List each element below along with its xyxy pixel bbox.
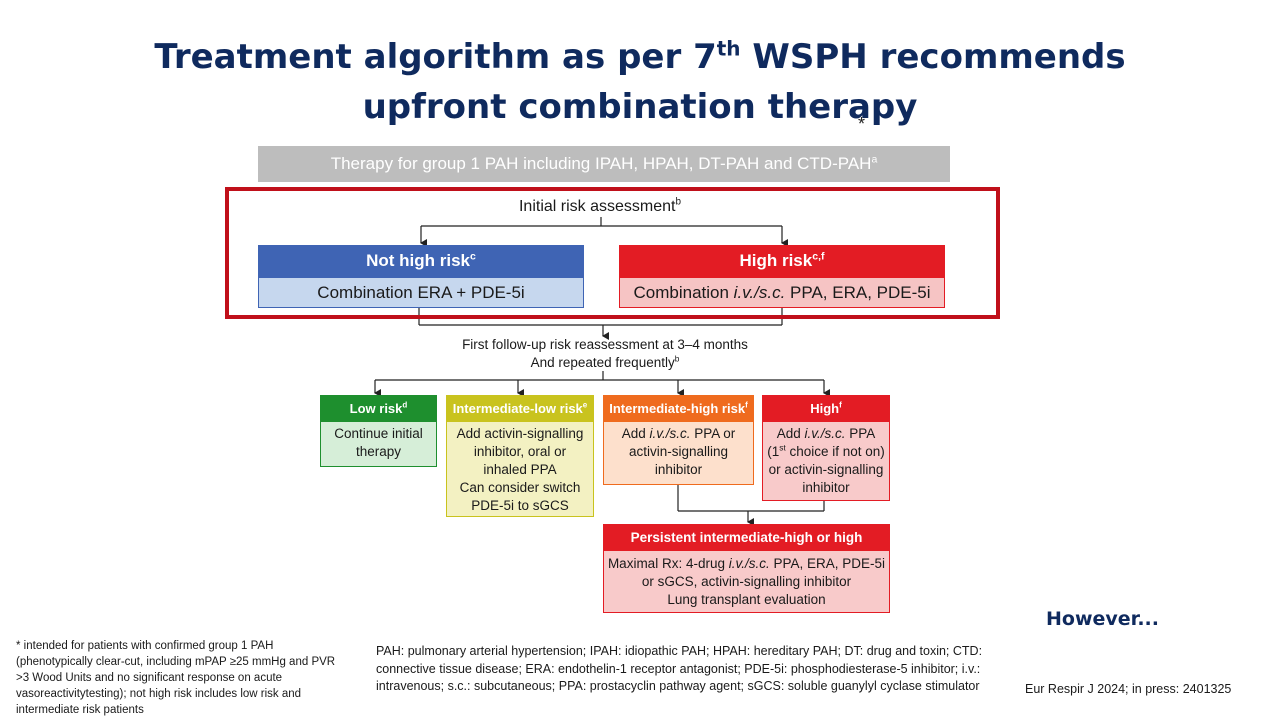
reference: Eur Respir J 2024; in press: 2401325: [1025, 682, 1232, 696]
intermediate-high-body: Add i.v./s.c. PPA or activin-signalling …: [603, 421, 754, 485]
high-risk-body: Combination i.v./s.c. PPA, ERA, PDE-5i: [619, 277, 945, 308]
high-risk-followup-body: Add i.v./s.c. PPA (1st choice if not on)…: [762, 421, 890, 501]
low-risk-body: Continue initial therapy: [320, 421, 437, 467]
initial-risk-label: Initial risk assessmentb: [518, 196, 681, 215]
persistent-header: Persistent intermediate-high or high: [603, 524, 890, 550]
intermediate-low-header: Intermediate-low riske: [446, 395, 594, 421]
footnote: * intended for patients with confirmed g…: [16, 640, 336, 716]
abbreviations: PAH: pulmonary arterial hypertension; IP…: [376, 644, 983, 693]
therapy-group-box: Therapy for group 1 PAH including IPAH, …: [258, 146, 950, 182]
persistent-body: Maximal Rx: 4-drug i.v./s.c. PPA, ERA, P…: [603, 550, 890, 613]
not-high-risk-body: Combination ERA + PDE-5i: [258, 277, 584, 308]
high-risk-followup-header: Highf: [762, 395, 890, 421]
low-risk-header: Low riskd: [320, 395, 437, 421]
intermediate-high-header: Intermediate-high riskf: [603, 395, 754, 421]
high-risk-header: High riskc,f: [619, 245, 945, 277]
title-asterisk: *: [858, 114, 866, 134]
followup-label: First follow-up risk reassessment at 3–4…: [462, 337, 748, 370]
however-callout: However...: [1046, 608, 1159, 630]
intermediate-low-body: Add activin-signalling inhibitor, oral o…: [446, 421, 594, 517]
page-title: Treatment algorithm as per 7th WSPH reco…: [154, 36, 1126, 127]
not-high-risk-header: Not high riskc: [258, 245, 584, 277]
highlight-frame: [225, 187, 1000, 319]
